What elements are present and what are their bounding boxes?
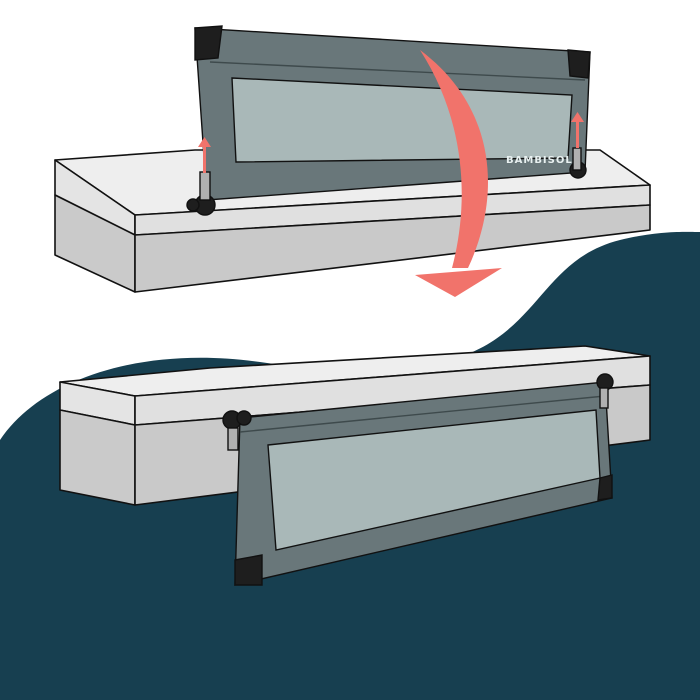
brand-logo: BAMBISOL bbox=[506, 155, 573, 166]
lift-arrow-icon bbox=[198, 112, 584, 173]
bed-rail-folded bbox=[222, 373, 614, 586]
bed-rail-raised: BAMBISOL bbox=[186, 25, 591, 216]
fold-down-arrow-icon bbox=[415, 50, 502, 297]
